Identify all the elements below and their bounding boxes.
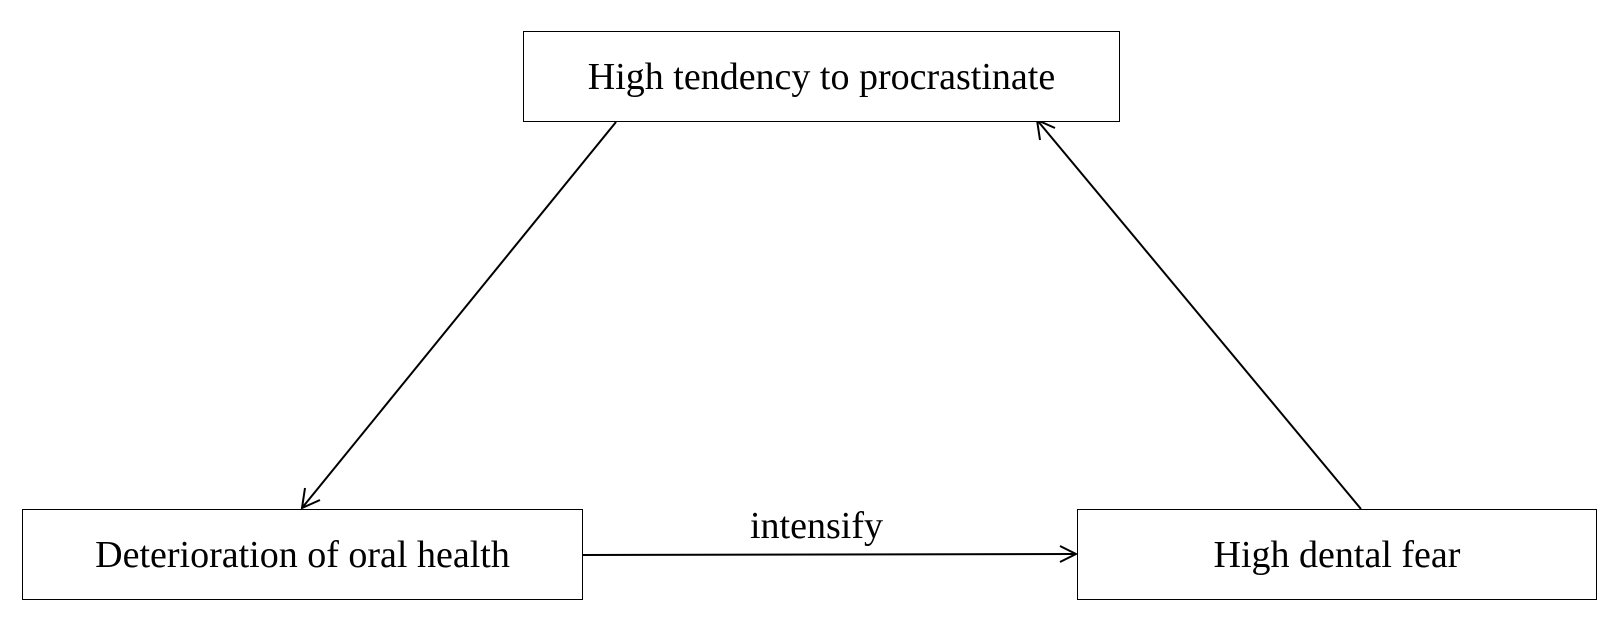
node-label: High dental fear [1213, 533, 1461, 576]
edge-right-to-top [1035, 118, 1362, 510]
node-deterioration-of-oral-health: Deterioration of oral health [22, 509, 583, 600]
node-high-dental-fear: High dental fear [1077, 509, 1597, 600]
node-label: Deterioration of oral health [95, 533, 510, 576]
edge-label-intensify: intensify [750, 505, 883, 547]
edge-right-to-top-line [1036, 119, 1362, 510]
edge-left-to-right-line [582, 553, 1077, 556]
edge-top-to-left-arrowhead [300, 487, 321, 510]
node-label: High tendency to procrastinate [587, 55, 1056, 98]
edge-top-to-left-line [301, 121, 617, 509]
edge-left-to-right-arrowhead [1059, 545, 1079, 563]
edge-top-to-left [300, 121, 617, 510]
edge-left-to-right [582, 545, 1079, 563]
node-high-tendency-to-procrastinate: High tendency to procrastinate [523, 31, 1120, 122]
